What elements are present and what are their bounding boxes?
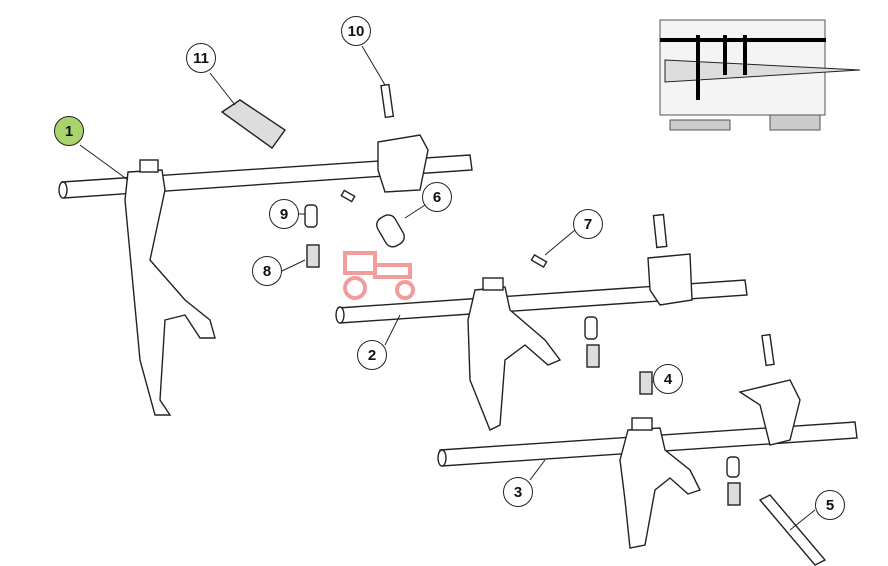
callout-3[interactable]: 3 xyxy=(503,477,533,507)
callout-6[interactable]: 6 xyxy=(422,182,452,212)
callout-7[interactable]: 7 xyxy=(573,209,603,239)
callout-11[interactable]: 11 xyxy=(186,43,216,73)
callout-8[interactable]: 8 xyxy=(252,256,282,286)
callout-10[interactable]: 10 xyxy=(341,16,371,46)
leader-lines xyxy=(79,45,816,531)
inset-assembly-view xyxy=(659,19,861,131)
watermark-logo xyxy=(320,250,570,310)
callout-1[interactable]: 1 xyxy=(54,116,84,146)
shift-rail-3 xyxy=(437,333,858,549)
small-parts xyxy=(220,83,827,566)
shift-rail-1 xyxy=(58,134,473,416)
callout-4[interactable]: 4 xyxy=(653,364,683,394)
callout-9[interactable]: 9 xyxy=(269,199,299,229)
shift-rail-2 xyxy=(335,213,748,431)
callout-5[interactable]: 5 xyxy=(815,490,845,520)
callout-2[interactable]: 2 xyxy=(357,340,387,370)
tractor-icon xyxy=(343,251,415,300)
